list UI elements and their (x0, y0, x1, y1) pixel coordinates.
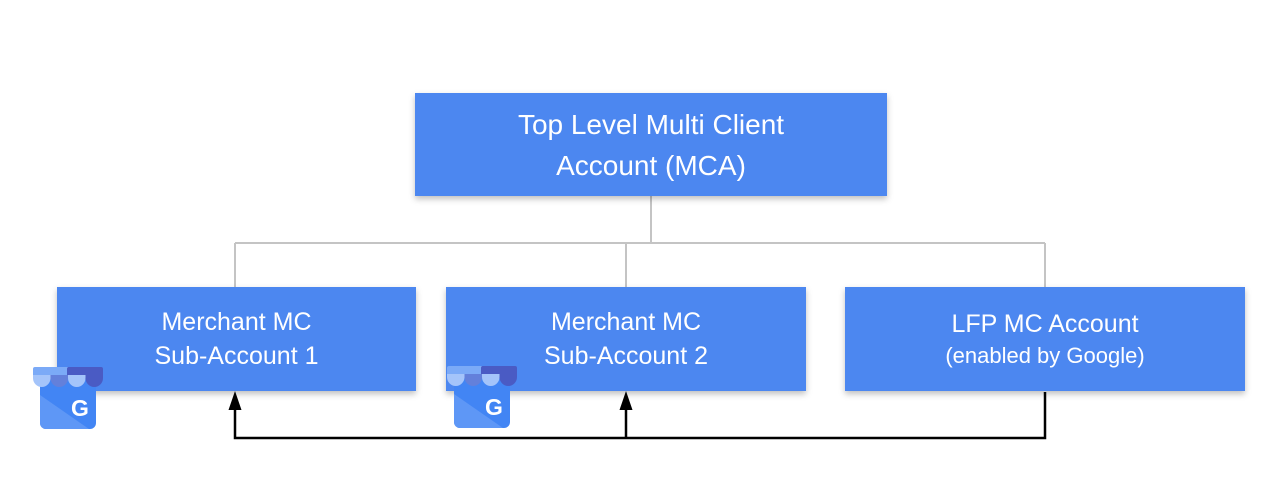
flow-line-lfp-to-sub1 (233, 392, 1047, 440)
node-label-line: Sub-Account 1 (154, 342, 319, 370)
gmb-body-fold (40, 395, 89, 429)
node-label-line: Merchant MC (161, 308, 312, 336)
gmb-g-letter: G (71, 395, 89, 421)
arrowhead-sub2 (619, 391, 633, 410)
node-merchant-sub-account-2: Merchant MC Sub-Account 2 (446, 287, 806, 391)
gmb-scallop (33, 375, 51, 387)
gmb-scallop (50, 375, 68, 387)
gmb-scallop (464, 374, 482, 386)
node-label-line: Merchant MC (550, 308, 702, 336)
node-label-line: Sub-Account 2 (544, 342, 708, 370)
gmb-scallop (85, 375, 103, 387)
node-label-line: Account (MCA) (556, 149, 746, 181)
arrowhead-sub1 (228, 391, 242, 410)
google-my-business-icon: G (33, 367, 103, 429)
node-lfp-mc-account: LFP MC Account (enabled by Google) (845, 287, 1245, 391)
node-label-line: Top Level Multi Client (517, 108, 785, 140)
gmb-scallop (499, 374, 517, 386)
gmb-g-letter: G (485, 394, 503, 420)
node-label-line: LFP MC Account (951, 310, 1139, 338)
node-top-level-mca: Top Level Multi Client Account (MCA) (415, 93, 887, 196)
gmb-scallop (447, 374, 465, 386)
gmb-scallop (68, 375, 86, 387)
node-label-line: (enabled by Google) (945, 343, 1145, 368)
node-merchant-sub-account-1: Merchant MC Sub-Account 1 (57, 287, 416, 391)
gmb-body-fold (454, 394, 503, 428)
google-my-business-icon: G (447, 366, 517, 428)
gmb-scallop (482, 374, 500, 386)
